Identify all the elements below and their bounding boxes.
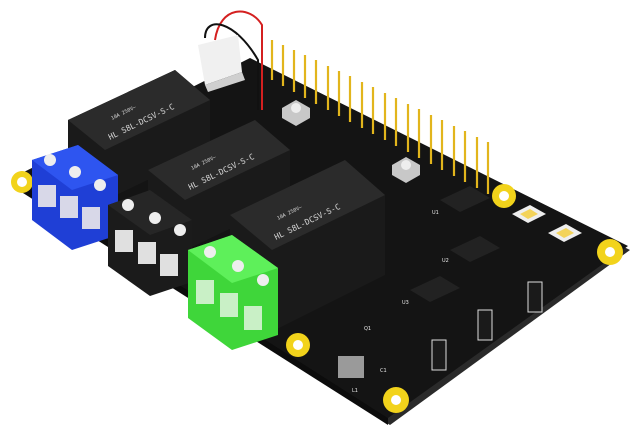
terminal-block-blue [32,145,118,250]
silkscreen-label: Q1 [364,326,371,332]
jumper-headers [431,281,543,371]
silkscreen-label: U1 [432,210,439,216]
silkscreen-label: U3 [402,300,409,306]
ic-chip [440,186,490,212]
mounting-hole-icon [492,184,516,208]
silkscreen-label: C1 [380,368,387,374]
terminal-block-green [188,235,278,350]
mounting-hole-icon [286,333,310,357]
terminal-block-black [108,190,192,296]
mounting-hole-icon [383,387,409,413]
gpio-header-pins [270,40,490,194]
mounting-hole-icon [597,239,623,265]
silkscreen-label: L1 [352,388,358,394]
silkscreen-label: U2 [442,258,449,264]
inductor [338,356,364,378]
jst-connector [198,10,263,110]
standoff-icon [282,100,310,126]
standoff-icon [392,157,420,183]
ic-chip [410,276,460,302]
push-button [548,224,582,242]
ic-chip [450,236,500,262]
push-button [512,205,546,223]
mounting-hole-icon [11,171,33,193]
